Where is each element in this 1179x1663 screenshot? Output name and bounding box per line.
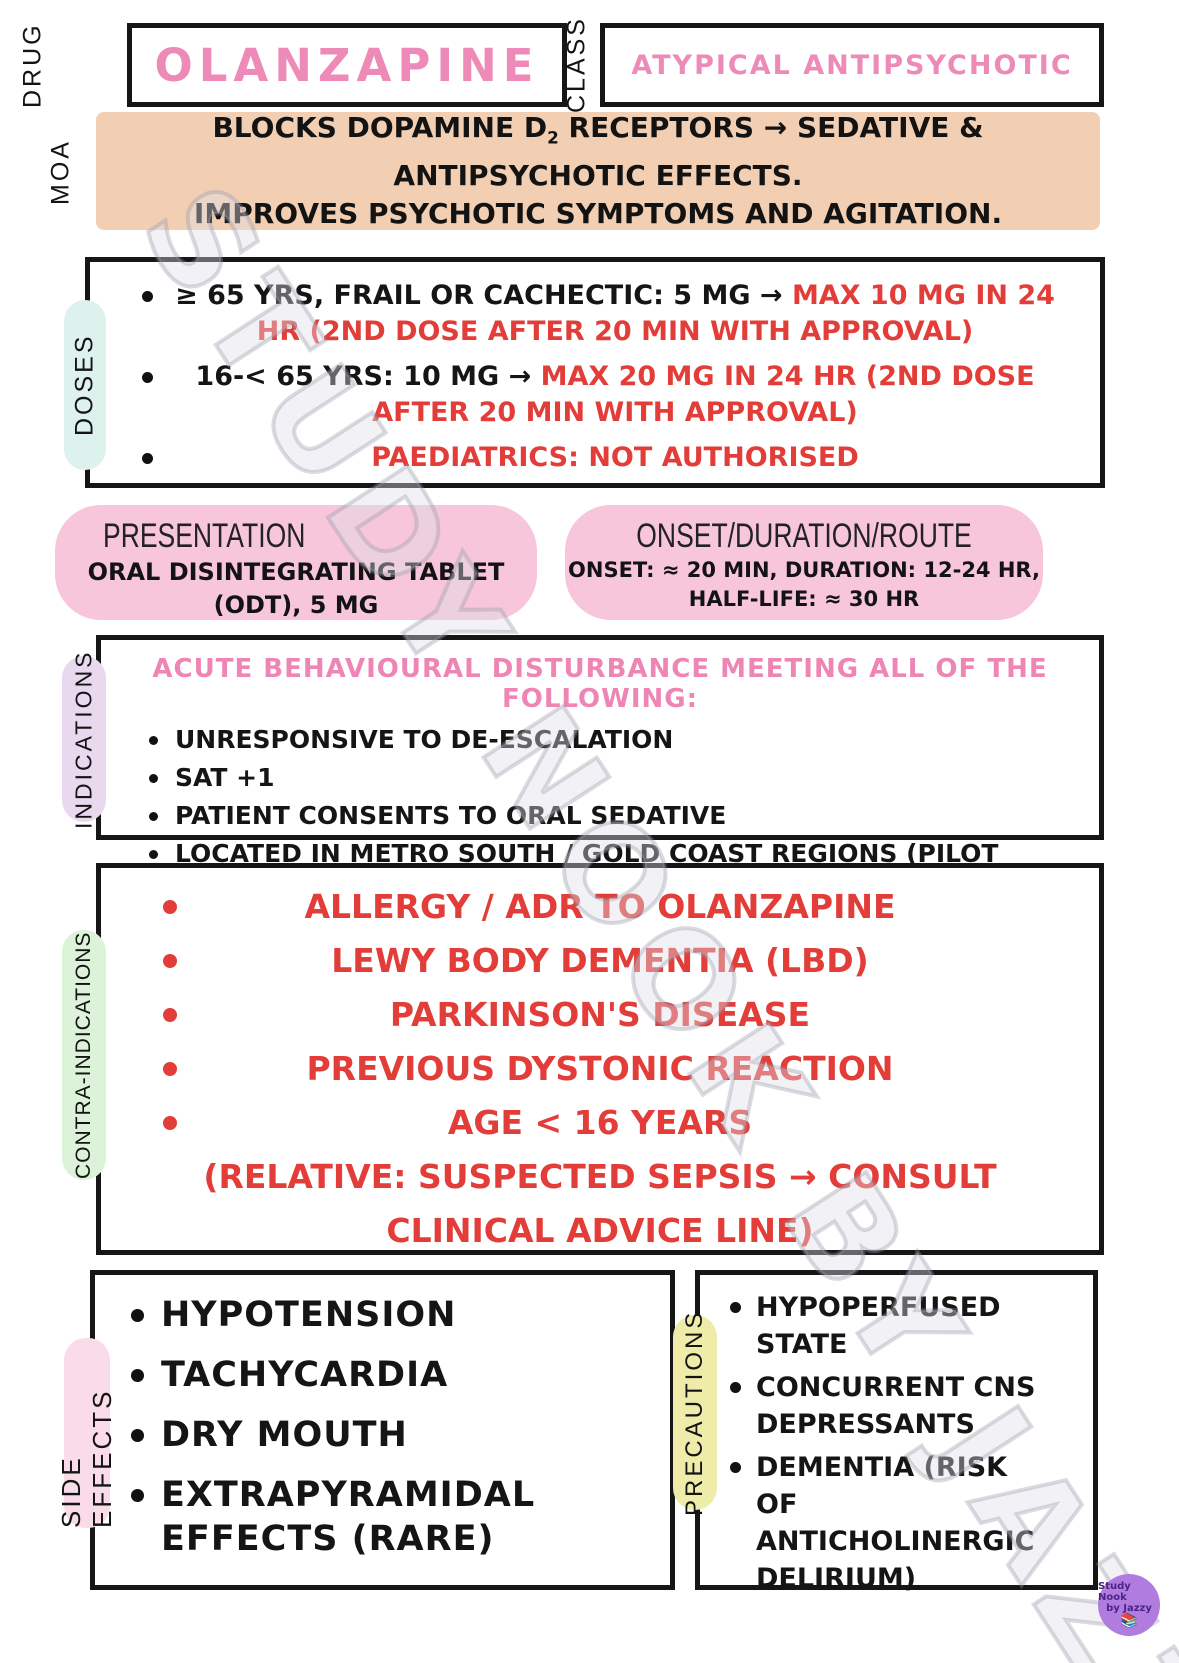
class-section-label: CLASS <box>562 16 591 114</box>
contraindication-item: LEWY BODY DEMENTIA (LBD) <box>101 934 1099 988</box>
drug-section-label: DRUG <box>18 22 47 108</box>
side-effect-item: TACHYCARDIA <box>131 1353 652 1397</box>
dose-item: 16-< 65 YRS: 10 MG → MAX 20 MG IN 24 HR … <box>142 359 1064 431</box>
doses-section-label: DOSES <box>64 300 106 470</box>
presentation-card: PRESENTATION ORAL DISINTEGRATING TABLET … <box>55 505 537 620</box>
contraindication-item: ALLERGY / ADR TO OLANZAPINE <box>101 880 1099 934</box>
indications-section-label: INDICATIONS <box>62 649 106 829</box>
logo-line-1: Study Nook <box>1098 1581 1131 1603</box>
drug-class-box: ATYPICAL ANTIPSYCHOTIC <box>600 23 1104 107</box>
precaution-item: HYPOPERFUSED STATE <box>730 1289 1053 1363</box>
onset-line-2: HALF-LIFE: ≈ 30 HR <box>688 587 920 611</box>
precautions-section-label: PRECAUTIONS <box>673 1309 717 1516</box>
onset-line-1: ONSET: ≈ 20 MIN, DURATION: 12-24 HR, <box>568 558 1040 582</box>
onset-duration-route-card: ONSET/DURATION/ROUTE ONSET: ≈ 20 MIN, DU… <box>565 505 1043 620</box>
onset-title: ONSET/DURATION/ROUTE <box>636 517 972 555</box>
moa-line-2: ANTIPSYCHOTIC EFFECTS. <box>393 158 803 192</box>
side-effects-list: HYPOTENSION TACHYCARDIA DRY MOUTH EXTRAPYRA… <box>95 1293 670 1561</box>
contraindication-item: AGE < 16 YEARS <box>101 1096 1099 1150</box>
doses-box: ≥ 65 YRS, FRAIL OR CACHECTIC: 5 MG → MAX… <box>85 257 1105 488</box>
indications-box: ACUTE BEHAVIOURAL DISTURBANCE MEETING AL… <box>96 635 1104 904</box>
study-nook-logo-badge: Study Nook by Jazzy 📚 <box>1098 1574 1160 1636</box>
side-effect-item: DRY MOUTH <box>131 1413 652 1457</box>
indication-item: PATIENT CONSENTS TO ORAL SEDATIVE <box>149 798 1089 834</box>
side-effects-box: HYPOTENSION TACHYCARDIA DRY MOUTH EXTRAPYRA… <box>90 1270 675 1590</box>
contraindication-item: PARKINSON'S DISEASE <box>101 988 1099 1042</box>
moa-section-label: MOA <box>46 139 75 206</box>
precaution-item: CONCURRENT CNS DEPRESSANTS <box>730 1369 1053 1443</box>
doses-list: ≥ 65 YRS, FRAIL OR CACHECTIC: 5 MG → MAX… <box>90 278 1100 476</box>
presentation-line-1: ORAL DISINTEGRATING TABLET <box>87 558 505 586</box>
moa-line-1: BLOCKS DOPAMINE D2 RECEPTORS → SEDATIVE … <box>212 111 984 148</box>
contraindications-note-line-1: (RELATIVE: SUSPECTED SEPSIS → CONSULT <box>203 1157 997 1196</box>
books-icon: 📚 <box>1120 1613 1138 1629</box>
drug-name: OLANZAPINE <box>154 38 540 92</box>
presentation-line-2: (ODT), 5 MG <box>213 591 379 619</box>
contraindications-note-line-2: CLINICAL ADVICE LINE) <box>386 1211 814 1250</box>
logo-line-2: by Jazzy <box>1106 1603 1152 1614</box>
indications-heading: ACUTE BEHAVIOURAL DISTURBANCE MEETING AL… <box>152 654 1048 714</box>
dose-item: ≥ 65 YRS, FRAIL OR CACHECTIC: 5 MG → MAX… <box>142 278 1064 350</box>
moa-box: BLOCKS DOPAMINE D2 RECEPTORS → SEDATIVE … <box>96 111 1100 230</box>
drug-name-box: OLANZAPINE <box>127 23 567 107</box>
contraindication-item: PREVIOUS DYSTONIC REACTION <box>101 1042 1099 1096</box>
drug-class: ATYPICAL ANTIPSYCHOTIC <box>631 49 1073 81</box>
side-effect-item: EXTRAPYRAMIDAL EFFECTS (RARE) <box>131 1473 652 1561</box>
precaution-item: DEMENTIA (RISK OF ANTICHOLINERGIC DELIRI… <box>730 1449 1053 1597</box>
side-effect-item: HYPOTENSION <box>131 1293 652 1337</box>
side-effects-section-label: SIDE EFFECTS <box>56 1338 117 1528</box>
moa-line-3: IMPROVES PSYCHOTIC SYMPTOMS AND AGITATIO… <box>193 196 1003 230</box>
presentation-title: PRESENTATION <box>103 517 306 555</box>
contraindications-section-label: CONTRA-INDICATIONS <box>62 930 106 1180</box>
indication-item: SAT +1 <box>149 760 1089 796</box>
indication-item: UNRESPONSIVE TO DE-ESCALATION <box>149 722 1089 758</box>
dose-item: PAEDIATRICS: NOT AUTHORISED <box>142 440 1064 476</box>
subscript-2: 2 <box>547 127 559 148</box>
